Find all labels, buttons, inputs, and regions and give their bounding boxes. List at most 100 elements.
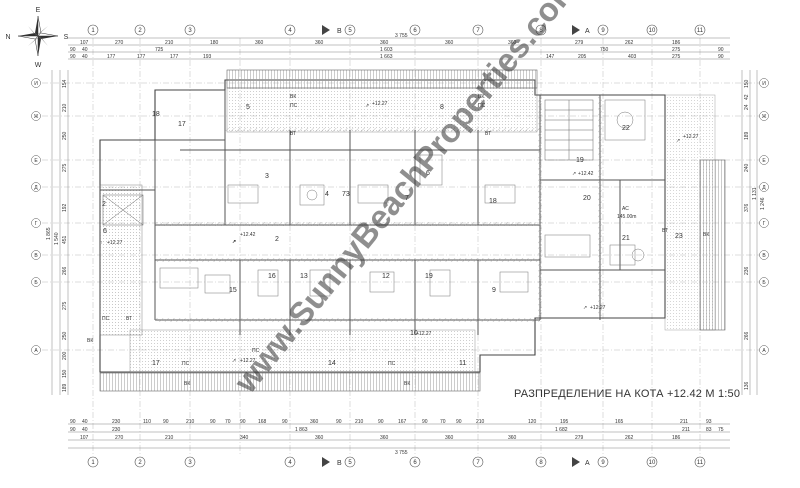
svg-text:+12.27: +12.27 bbox=[107, 240, 123, 246]
svg-text:+12.27: +12.27 bbox=[240, 358, 256, 364]
furniture bbox=[159, 99, 646, 297]
svg-text:275: 275 bbox=[62, 163, 68, 172]
axis-marker-right-7: А bbox=[759, 345, 769, 355]
svg-text:2: 2 bbox=[138, 28, 142, 34]
svg-text:205: 205 bbox=[578, 54, 587, 60]
axis-marker-11-bottom: 11 bbox=[694, 456, 706, 468]
svg-text:90: 90 bbox=[718, 54, 724, 60]
svg-text:150: 150 bbox=[744, 79, 750, 88]
svg-text:3: 3 bbox=[188, 460, 192, 466]
svg-text:262: 262 bbox=[625, 40, 634, 46]
svg-text:177: 177 bbox=[107, 54, 116, 60]
room-21: 21 bbox=[622, 235, 630, 242]
svg-text:270: 270 bbox=[115, 40, 124, 46]
svg-text:4: 4 bbox=[288, 28, 292, 34]
svg-text:193: 193 bbox=[203, 54, 212, 60]
svg-text:ПС: ПС bbox=[102, 316, 110, 322]
svg-text:+12.42: +12.42 bbox=[578, 171, 594, 177]
balcony-top bbox=[226, 69, 538, 133]
right-axis-markers: И Ж Е Д Г В Б А bbox=[759, 78, 769, 355]
svg-text:И: И bbox=[762, 81, 766, 87]
room-6b: 6 bbox=[426, 170, 430, 177]
svg-text:1: 1 bbox=[91, 28, 95, 34]
svg-text:83: 83 bbox=[706, 427, 712, 433]
svg-text:ПС: ПС bbox=[290, 103, 298, 109]
svg-text:ПС: ПС bbox=[388, 361, 396, 367]
dimension-lines-bottom bbox=[68, 423, 730, 449]
svg-text:186: 186 bbox=[672, 435, 681, 441]
level-mark-4: +12.27↗ bbox=[365, 101, 388, 109]
svg-text:279: 279 bbox=[575, 435, 584, 441]
svg-text:B: B bbox=[337, 28, 342, 35]
axis-marker-6: 6 bbox=[409, 24, 421, 36]
balcony-right bbox=[664, 94, 726, 331]
svg-text:1 246: 1 246 bbox=[760, 197, 766, 210]
svg-text:1 865: 1 865 bbox=[46, 227, 52, 240]
svg-text:266: 266 bbox=[744, 331, 750, 340]
svg-text:750: 750 bbox=[600, 47, 609, 53]
svg-text:ВТ: ВТ bbox=[126, 316, 132, 322]
svg-text:1 540: 1 540 bbox=[54, 232, 60, 245]
svg-text:И: И bbox=[34, 81, 38, 87]
svg-text:1 131: 1 131 bbox=[752, 187, 758, 200]
axis-marker-right-2: Е bbox=[759, 155, 769, 165]
svg-text:ВК: ВК bbox=[87, 338, 93, 344]
svg-text:10: 10 bbox=[649, 460, 656, 466]
svg-text:165: 165 bbox=[615, 419, 624, 425]
axis-marker-7: 7 bbox=[472, 24, 484, 36]
axis-marker-6-bottom: 6 bbox=[409, 456, 421, 468]
level-mark-8: +12.27 bbox=[416, 331, 432, 337]
svg-text:24: 24 bbox=[744, 104, 750, 110]
svg-text:3 755: 3 755 bbox=[395, 450, 408, 456]
svg-text:210: 210 bbox=[355, 419, 364, 425]
room-22: 22 bbox=[622, 125, 630, 132]
axis-marker-1: 1 bbox=[87, 24, 99, 36]
svg-text:9: 9 bbox=[601, 28, 605, 34]
svg-text:340: 340 bbox=[240, 435, 249, 441]
axis-marker-right-0: И bbox=[759, 78, 769, 88]
svg-text:90: 90 bbox=[70, 427, 76, 433]
svg-text:1 663: 1 663 bbox=[380, 54, 393, 60]
svg-text:ПС: ПС bbox=[252, 348, 260, 354]
svg-text:90: 90 bbox=[163, 419, 169, 425]
room-2b: 2 bbox=[275, 236, 279, 243]
svg-text:ПС: ПС bbox=[182, 361, 190, 367]
svg-text:107: 107 bbox=[80, 435, 89, 441]
svg-text:93: 93 bbox=[706, 419, 712, 425]
svg-text:177: 177 bbox=[170, 54, 179, 60]
svg-text:8: 8 bbox=[539, 28, 543, 34]
axis-marker-right-6: Б bbox=[759, 277, 769, 287]
room-14: 14 bbox=[328, 360, 336, 367]
svg-text:90: 90 bbox=[718, 47, 724, 53]
svg-text:230: 230 bbox=[112, 419, 121, 425]
svg-text:7: 7 bbox=[476, 28, 480, 34]
svg-text:360: 360 bbox=[508, 40, 517, 46]
room-17b: 17 bbox=[178, 121, 186, 128]
svg-text:ВК: ВК bbox=[703, 232, 709, 238]
svg-text:120: 120 bbox=[528, 419, 537, 425]
svg-text:192: 192 bbox=[62, 203, 68, 212]
dimension-text-top: 107 270 210 180 360 360 360 360 360 279 … bbox=[70, 33, 724, 60]
svg-text:↗: ↗ bbox=[583, 305, 587, 311]
axis-marker-10: 10 bbox=[646, 24, 658, 36]
room-5: 5 bbox=[246, 104, 250, 111]
svg-text:ВК: ВК bbox=[478, 94, 484, 100]
svg-text:90: 90 bbox=[70, 54, 76, 60]
svg-text:+12.27: +12.27 bbox=[372, 101, 388, 107]
svg-text:В: В bbox=[34, 253, 38, 259]
svg-text:40: 40 bbox=[82, 419, 88, 425]
svg-text:195: 195 bbox=[560, 419, 569, 425]
svg-text:N: N bbox=[5, 34, 10, 41]
axis-marker-8: 8 bbox=[535, 24, 547, 36]
level-mark-3: +12.42↗ bbox=[572, 171, 594, 177]
axis-marker-3-bottom: 3 bbox=[184, 456, 196, 468]
axis-marker-left-4: Г bbox=[31, 218, 41, 228]
svg-text:110: 110 bbox=[143, 419, 151, 425]
axis-marker-5-bottom: 5 bbox=[344, 456, 356, 468]
room-18: 18 bbox=[152, 111, 160, 118]
svg-text:107: 107 bbox=[80, 40, 89, 46]
svg-text:Е: Е bbox=[34, 158, 38, 164]
svg-text:10: 10 bbox=[649, 28, 656, 34]
section-marker-a-bottom: A bbox=[572, 457, 590, 467]
